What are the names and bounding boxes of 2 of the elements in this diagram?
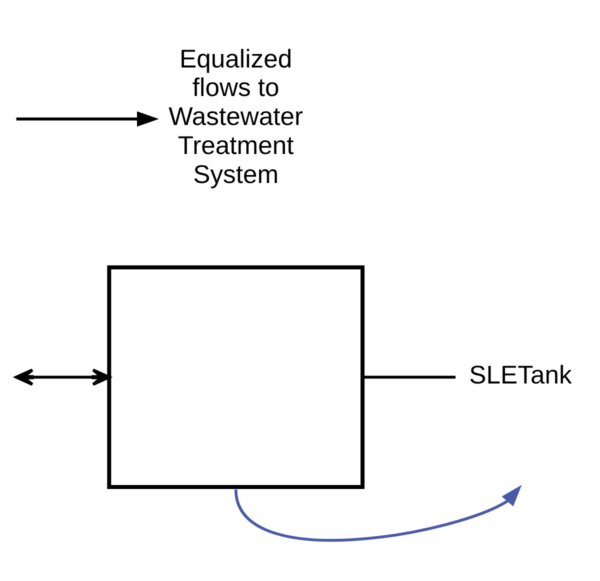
node-text: Equalized flows to Wastewater Treatment System xyxy=(168,45,304,189)
node-text: SLETank xyxy=(469,361,572,390)
